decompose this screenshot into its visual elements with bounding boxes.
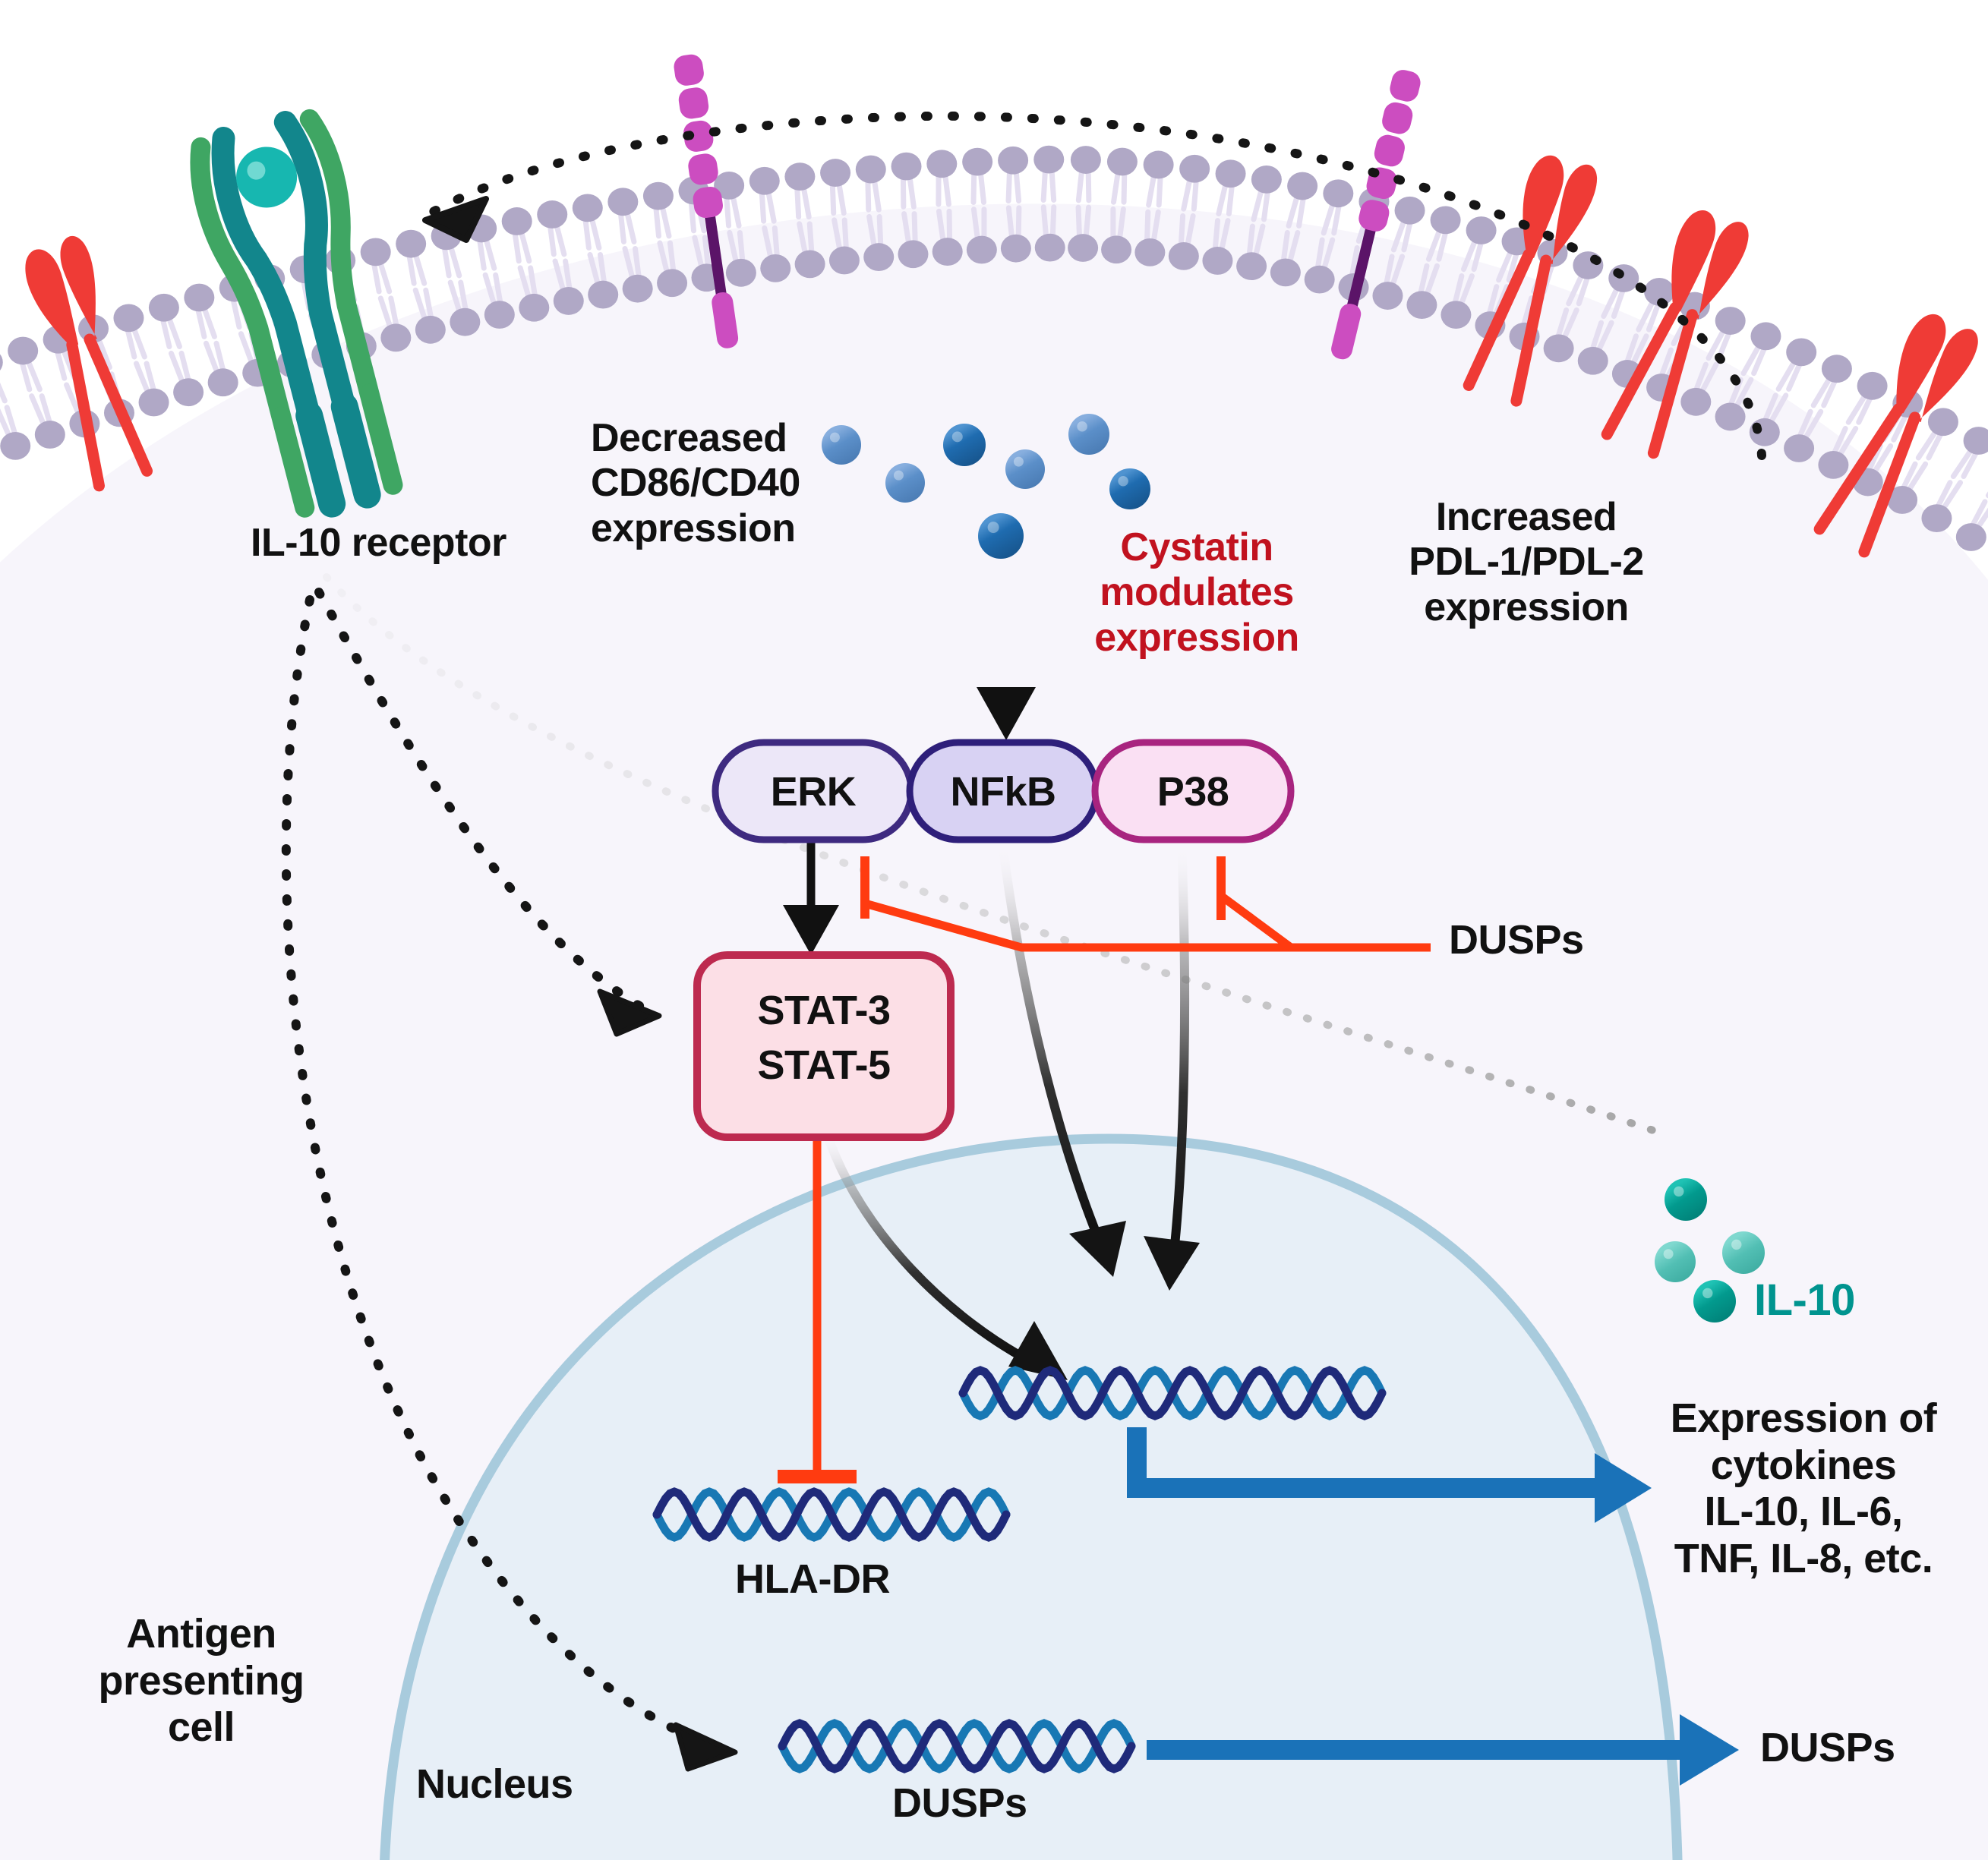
receptor-to-dusps-gene-arrow bbox=[281, 595, 738, 1772]
cystatin-dot bbox=[822, 425, 861, 465]
cystatin-dot bbox=[943, 424, 986, 466]
il10-dot bbox=[1665, 1178, 1707, 1221]
stat-inhibits-hladr bbox=[778, 1131, 857, 1483]
cystatin-dot bbox=[885, 463, 925, 503]
il10-dot bbox=[1693, 1280, 1736, 1322]
output-cytokines-label: Expression of cytokines IL-10, IL-6, TNF… bbox=[1670, 1395, 1937, 1581]
erk-to-stat-arrow bbox=[783, 838, 839, 955]
node-erk-label: ERK bbox=[770, 769, 857, 815]
cytokine-output-arrow bbox=[1127, 1427, 1652, 1523]
node-stat-label-2: STAT-5 bbox=[757, 1042, 891, 1088]
dusps-inhibitor-label: DUSPs bbox=[1449, 917, 1584, 963]
stat-to-dna-arrow bbox=[822, 1127, 1068, 1380]
increased-pdl-label: Increased PDL-1/PDL-2 expression bbox=[1409, 495, 1644, 629]
cystatin-dot bbox=[978, 513, 1024, 559]
il10-receptor[interactable] bbox=[190, 109, 414, 518]
cystatin-to-kinases-arrow bbox=[977, 545, 1036, 740]
il10-ligand-ball bbox=[236, 147, 298, 208]
il10-secretion-arrow bbox=[421, 111, 1766, 460]
p38-to-dna-arrow bbox=[1144, 838, 1200, 1291]
cystatin-dot bbox=[1109, 468, 1150, 509]
node-stat[interactable] bbox=[693, 951, 955, 1141]
dusps-output-arrow bbox=[1147, 1714, 1739, 1786]
il10-receptor-label: IL-10 receptor bbox=[251, 521, 506, 565]
red-receptor bbox=[25, 235, 153, 492]
cystatin-modulates-label: Cystatin modulates expression bbox=[1094, 525, 1299, 660]
dna-cytokine bbox=[958, 1366, 1387, 1420]
output-dusps-label: DUSPs bbox=[1760, 1725, 1895, 1770]
dna-dusps bbox=[778, 1719, 1136, 1773]
decreased-cd86-cd40-label: Decreased CD86/CD40 expression bbox=[591, 416, 800, 550]
red-receptor bbox=[1601, 210, 1749, 459]
gene-dusps-label: DUSPs bbox=[892, 1780, 1027, 1826]
node-p38[interactable] bbox=[1091, 739, 1295, 843]
il10-secretion-label: IL-10 bbox=[1754, 1275, 1855, 1325]
node-stat-label-1: STAT-3 bbox=[757, 988, 891, 1033]
il10-dot bbox=[1655, 1241, 1696, 1282]
cystatin-dot bbox=[1005, 449, 1045, 489]
node-nfkb-label: NFkB bbox=[950, 769, 1056, 815]
dna-hla-dr bbox=[652, 1487, 1011, 1542]
cystatin-dot bbox=[1068, 414, 1109, 455]
magenta-receptor bbox=[1331, 70, 1421, 360]
il10-dot bbox=[1722, 1231, 1765, 1274]
nfkb-to-dna-arrow bbox=[998, 838, 1126, 1277]
receptor-to-stat-arrow bbox=[314, 588, 662, 1037]
antigen-presenting-cell-label: Antigen presenting cell bbox=[98, 1611, 305, 1751]
red-receptor bbox=[1813, 314, 1978, 558]
nucleus-label: Nucleus bbox=[416, 1761, 573, 1807]
magenta-receptor bbox=[674, 54, 739, 348]
red-receptor bbox=[1463, 155, 1598, 407]
node-p38-label: P38 bbox=[1157, 769, 1229, 815]
gene-hla-dr-label: HLA-DR bbox=[735, 1556, 890, 1602]
